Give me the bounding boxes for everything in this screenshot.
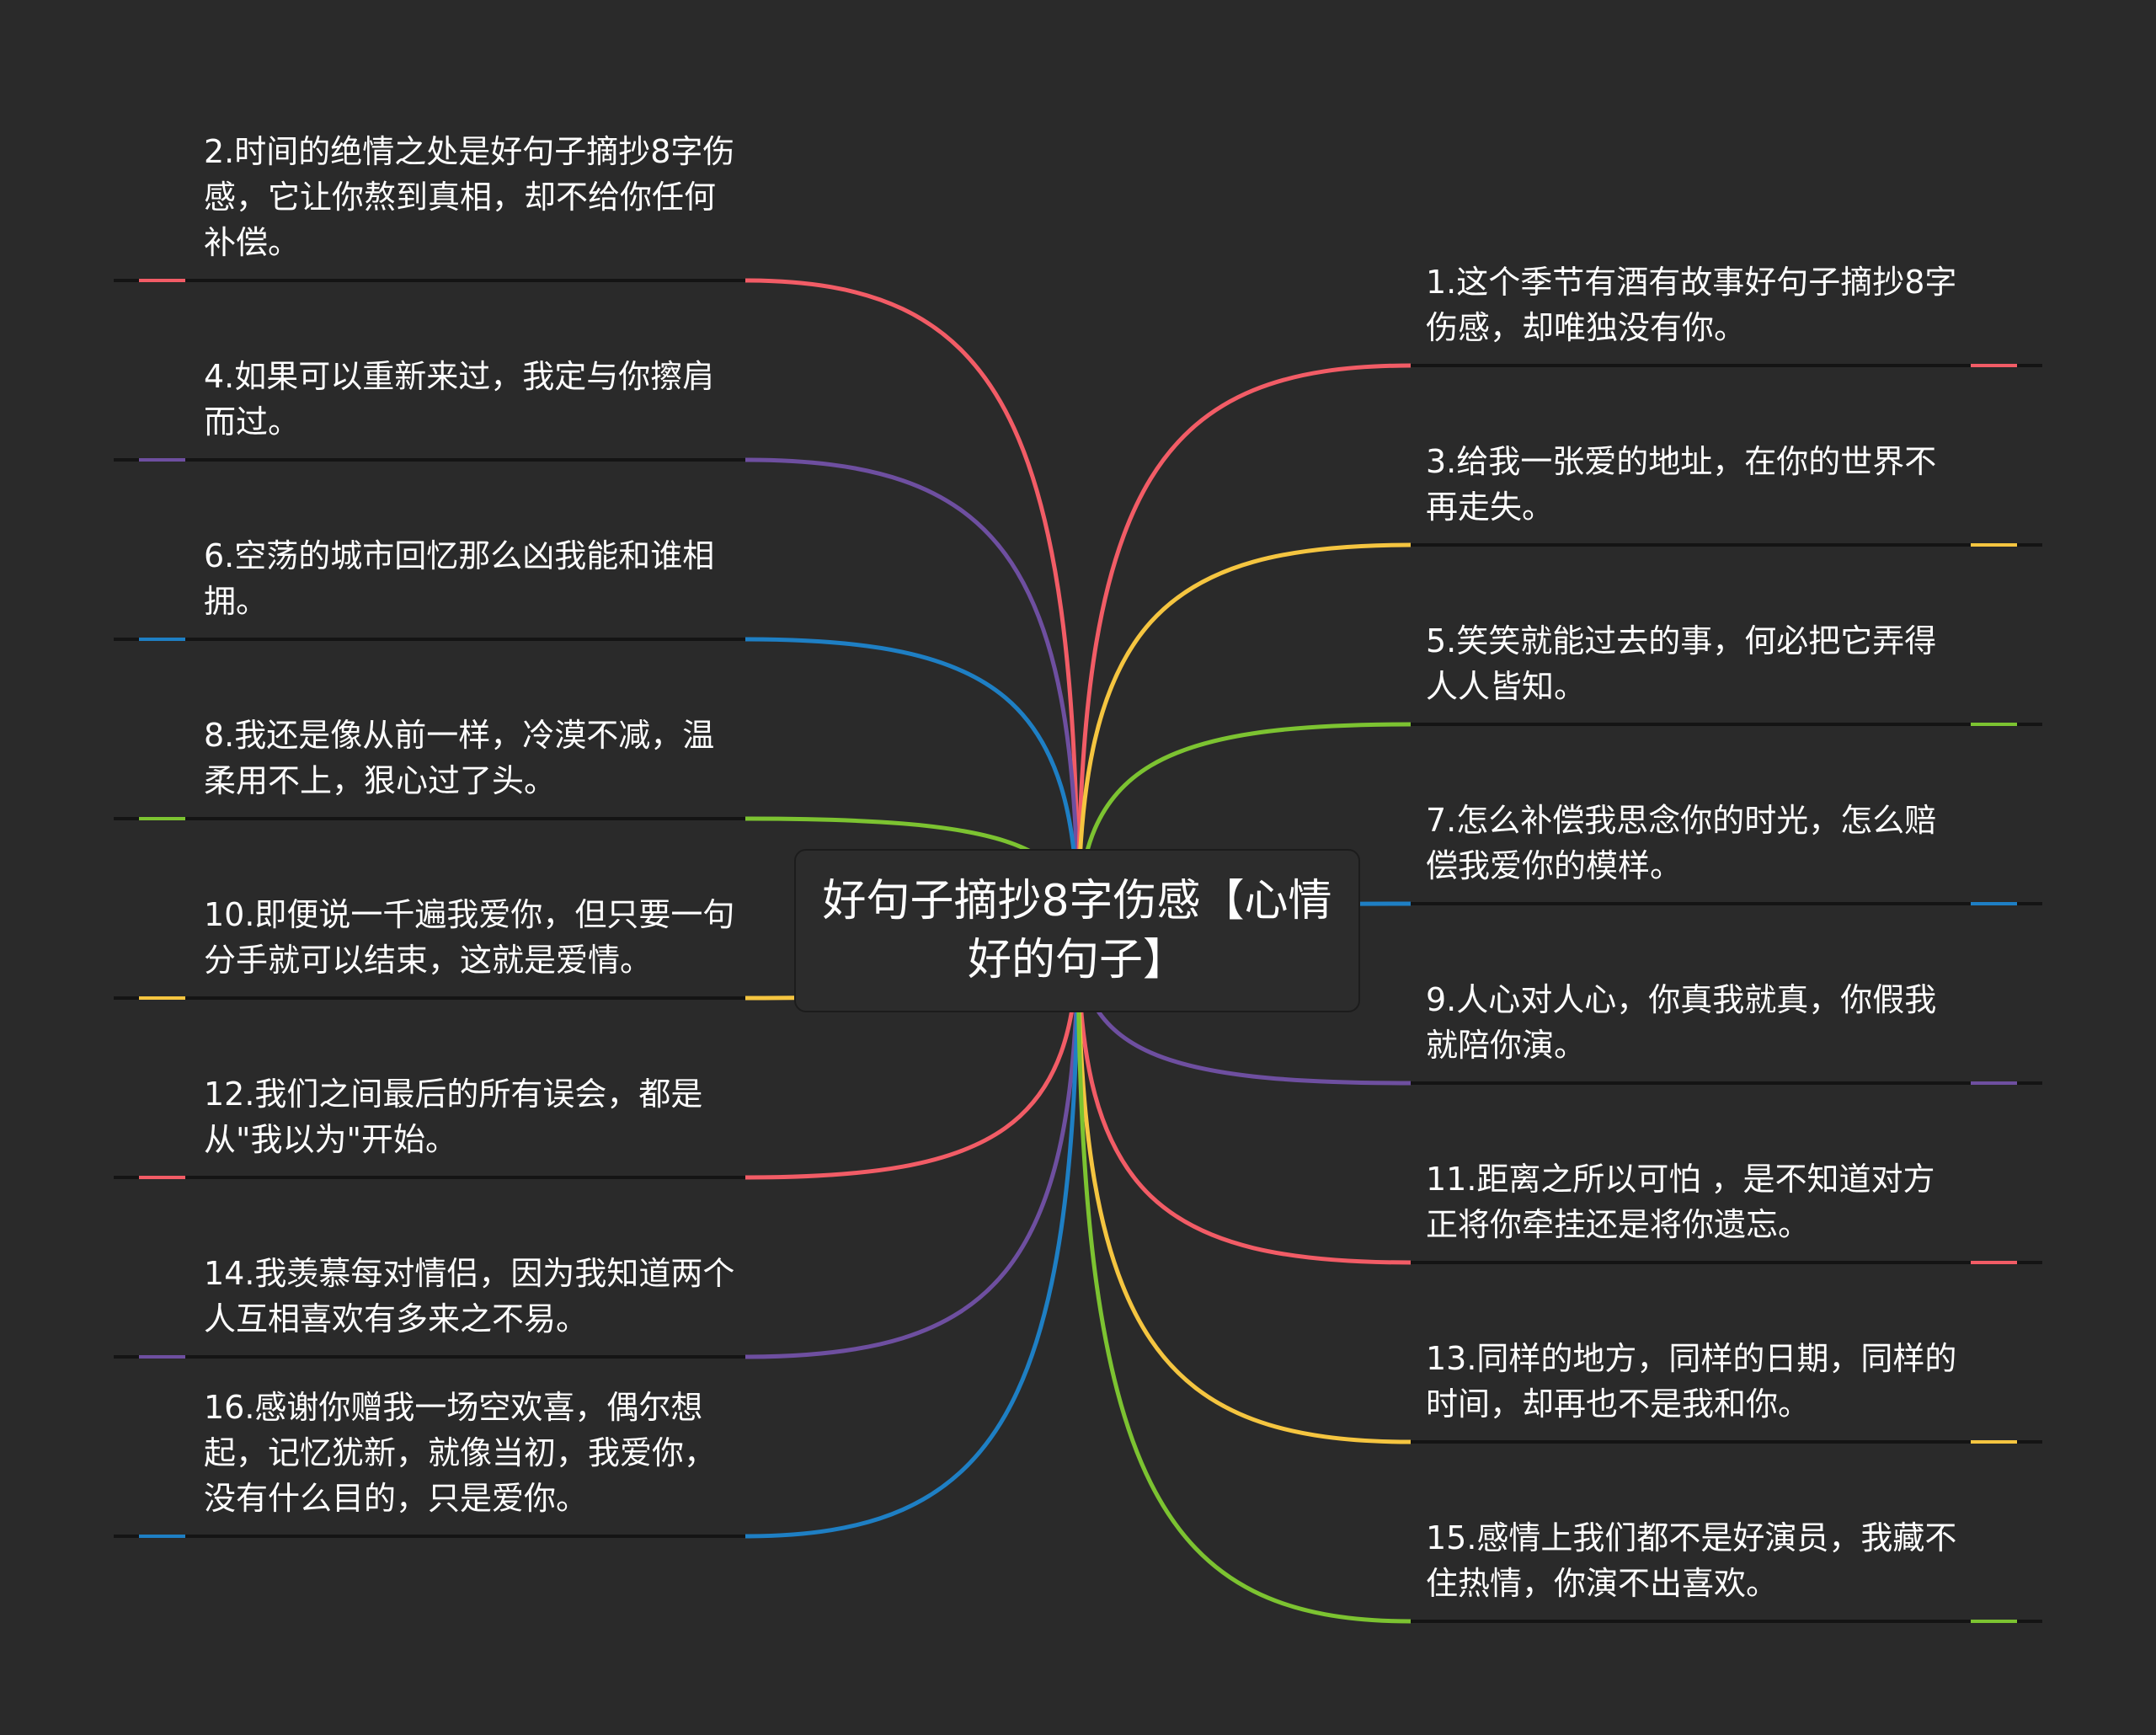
right-leaf-6[interactable]: 13.同样的地方，同样的日期，同样的时间，却再也不是我和你。 [1426,1340,1957,1423]
right-leaf-5[interactable]: 11.距离之所以可怕 ，是不知道对方正将你牵挂还是将你遗忘。 [1426,1161,1935,1243]
left-leaf-7[interactable]: 16.感谢你赠我一场空欢喜，偶尔想起，记忆犹新，就像当初，我爱你，没有什么目的，… [204,1389,717,1517]
left-leaf-0[interactable]: 2.时间的绝情之处是好句子摘抄8字伤感，它让你熬到真相，却不给你任何补偿。 [204,133,735,261]
right-leaf-2[interactable]: 5.笑笑就能过去的事，何必把它弄得人人皆知。 [1426,622,1937,705]
right-branch-curve [1075,930,1412,1265]
right-branch-curve [1075,930,1412,1444]
left-branch-curve [744,278,1081,932]
left-leaf-6[interactable]: 14.我羡慕每对情侣，因为我知道两个人互相喜欢有多来之不易。 [204,1255,735,1337]
central-topic-title: 好句子摘抄8字伤感【心情好的句子】 [822,876,1332,985]
left-branch-curve [744,637,1081,932]
right-leaf-7[interactable]: 15.感情上我们都不是好演员，我藏不住热情，你演不出喜欢。 [1426,1519,1957,1602]
left-leaf-3[interactable]: 8.我还是像从前一样，冷漠不减，温柔用不上，狠心过了头。 [204,717,715,799]
left-leaf-5[interactable]: 12.我们之间最后的所有误会，都是从"我以为"开始。 [204,1076,703,1158]
left-branch-curve [744,930,1081,1539]
right-branch-curve [1075,930,1412,1624]
left-branch-curve [744,457,1081,932]
right-leaf-3[interactable]: 7.怎么补偿我思念你的时光，怎么赔偿我爱你的模样。 [1426,802,1937,884]
left-leaf-2[interactable]: 6.空荡的城市回忆那么凶我能和谁相拥。 [204,537,715,620]
left-leaf-4[interactable]: 10.即便说一千遍我爱你，但只要一句分手就可以结束，这就是爱情。 [204,896,735,979]
right-branch-curve [1075,542,1412,932]
left-leaf-1[interactable]: 4.如果可以重新来过，我定与你擦肩而过。 [204,358,715,440]
central-topic-node[interactable]: 好句子摘抄8字伤感【心情好的句子】 [794,849,1360,1012]
left-branch-curve [744,930,1081,1359]
right-leaf-4[interactable]: 9.人心对人心，你真我就真，你假我就陪你演。 [1426,981,1937,1064]
right-leaf-0[interactable]: 1.这个季节有酒有故事好句子摘抄8字伤感，却唯独没有你。 [1426,264,1957,346]
right-leaf-1[interactable]: 3.给我一张爱的地址，在你的世界不再走失。 [1426,443,1937,526]
right-branch-curve [1075,363,1412,932]
